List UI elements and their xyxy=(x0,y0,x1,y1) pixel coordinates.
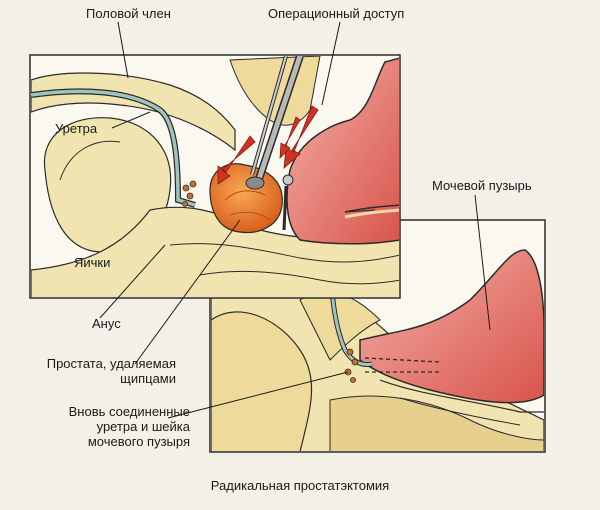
label-urethra: Уретра xyxy=(55,121,98,136)
label-reconnected-line3: мочевого пузыря xyxy=(87,434,190,449)
bladder-post-op xyxy=(359,249,544,404)
testicle-shape xyxy=(43,117,172,253)
label-penis: Половой член xyxy=(86,6,171,21)
label-bladder: Мочевой пузырь xyxy=(432,178,532,193)
figure-caption: Радикальная простатэктомия xyxy=(210,478,390,493)
surgery-panel xyxy=(29,54,401,299)
label-prostate-line1: Простата, удаляемая xyxy=(46,356,176,371)
label-prostate-line2: щипцами xyxy=(120,371,176,386)
surgical-arrows xyxy=(217,105,319,185)
leader-lines xyxy=(99,21,491,419)
label-reconnected-line1: Вновь соединенные xyxy=(68,404,190,419)
label-surgical-access: Операционный доступ xyxy=(268,6,405,21)
label-reconnected: Вновь соединенные уретра и шейка мочевог… xyxy=(30,404,190,449)
label-reconnected-line2: уретра и шейка xyxy=(96,419,190,434)
forceps-icon xyxy=(245,56,304,190)
label-testicles: Яички xyxy=(74,255,111,270)
bladder-surgery xyxy=(286,57,399,245)
label-prostate: Простата, удаляемая щипцами xyxy=(40,356,176,386)
label-anus: Анус xyxy=(92,316,121,331)
